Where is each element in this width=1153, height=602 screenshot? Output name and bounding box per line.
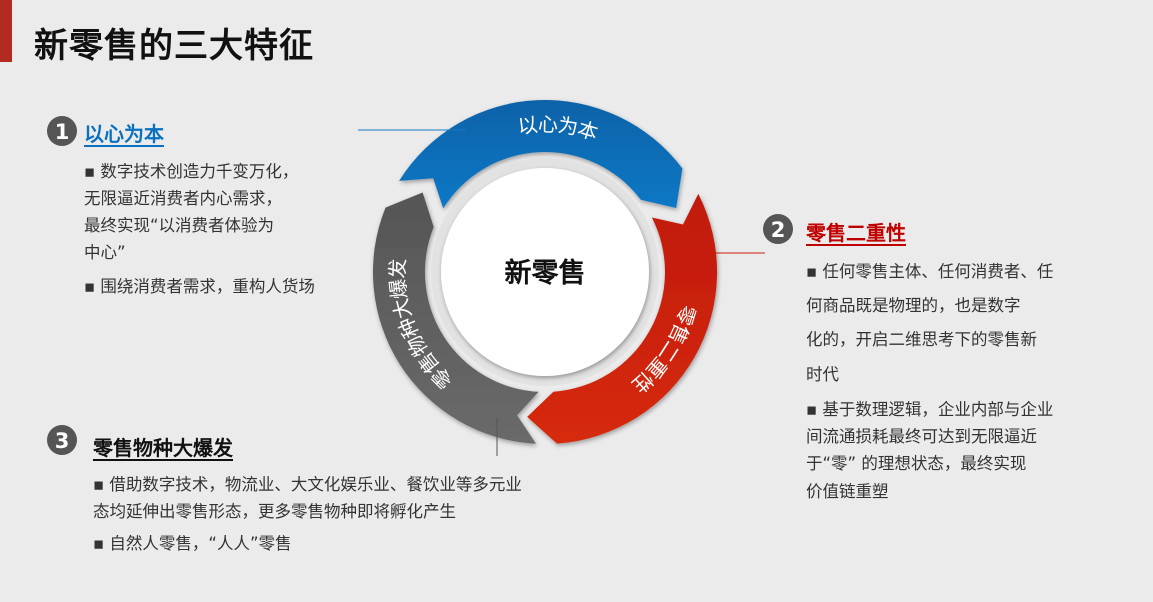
section-1-line: 最终实现“以消费者体验为 [84,216,275,235]
section-2-line: 于“零” 的理想状态，最终实现 [806,454,1027,473]
section-1-line: 无限逼近消费者内心需求， [84,189,282,208]
section-3-line: ▪ 自然人零售，“人人”零售 [93,534,292,553]
section-2-line: ▪ 任何零售主体、任何消费者、任 [806,262,1054,281]
segment-arrow-red [527,193,718,444]
section-title-1[interactable]: 以心为本 [84,122,164,146]
center-label: 新零售 [505,257,586,289]
segment-arrow-grey [372,192,539,444]
section-2-line: 化的，开启二维思考下的零售新 [806,330,1037,349]
section-2-line: ▪ 基于数理逻辑，企业内部与企业 [806,400,1054,419]
segment-arrow-blue [399,99,683,209]
number-badge-1: 1 [47,116,77,146]
accent-bar [0,0,12,62]
section-2-line: 时代 [806,365,839,384]
section-1-line: 中心” [84,243,126,262]
section-2-line: 价值链重塑 [806,482,889,501]
section-2-line: 何商品既是物理的，也是数字 [806,296,1021,315]
section-1-line: ▪ 数字技术创造力千变万化， [84,162,299,181]
number-badge-2: 2 [763,214,793,244]
section-2-line: 间流通损耗最终可达到无限逼近 [806,427,1037,446]
section-title-3[interactable]: 零售物种大爆发 [93,436,233,460]
section-3-line: ▪ 借助数字技术，物流业、大文化娱乐业、餐饮业等多元业 [93,475,522,494]
section-3-line: 态均延伸出零售形态，更多零售物种即将孵化产生 [93,502,456,521]
slide-title: 新零售的三大特征 [34,26,314,66]
section-title-2[interactable]: 零售二重性 [806,221,906,245]
section-1-line: ▪ 围绕消费者需求，重构人货场 [84,277,315,296]
number-badge-3: 3 [47,425,77,455]
center-circle [441,168,649,376]
